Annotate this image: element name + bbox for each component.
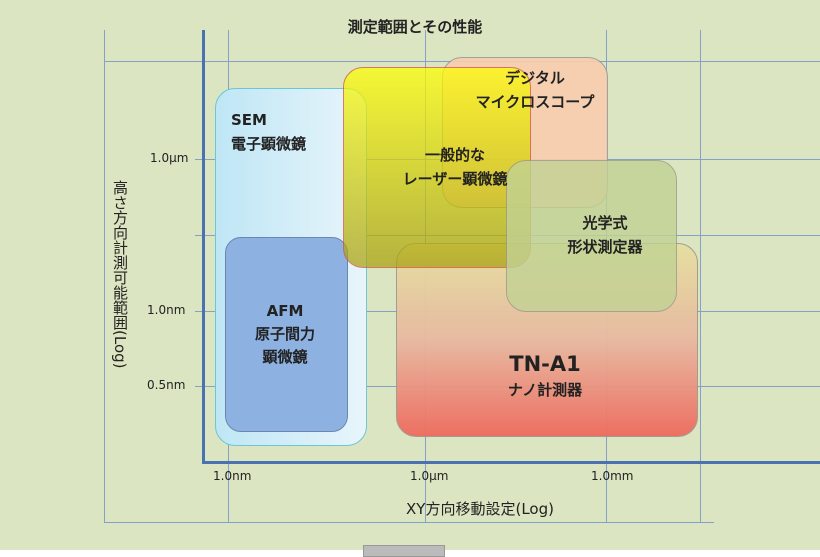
chart-title: 測定範囲とその性能 bbox=[347, 18, 483, 36]
laser-microscope-region bbox=[343, 67, 531, 268]
digital-title: デジタル bbox=[505, 69, 565, 87]
x-tick: 1.0mm bbox=[591, 469, 634, 483]
afm-label: AFM 原子間力顕微鏡 bbox=[235, 301, 335, 367]
x-axis-label: XY方向移動設定(Log) bbox=[406, 500, 554, 518]
laser-title: 一般的な bbox=[424, 146, 485, 164]
y-tick: 1.0µm bbox=[150, 151, 189, 165]
bottom-tab bbox=[363, 545, 445, 557]
afm-region bbox=[225, 237, 348, 432]
sem-subtitle: 電子顕微鏡 bbox=[231, 135, 307, 153]
tna1-title: TN-A1 bbox=[509, 352, 581, 376]
x-tick: 1.0µm bbox=[410, 469, 449, 483]
sem-label: SEM 電子顕微鏡 bbox=[231, 110, 306, 154]
grid-line bbox=[700, 30, 701, 523]
y-axis bbox=[202, 30, 205, 464]
x-tick: 1.0nm bbox=[213, 469, 252, 483]
digital-subtitle: マイクロスコープ bbox=[475, 93, 595, 111]
x-axis bbox=[202, 461, 820, 464]
optical-profiler-region bbox=[506, 160, 677, 312]
optical-label: 光学式形状測定器 bbox=[530, 213, 680, 257]
y-tick: 0.5nm bbox=[147, 378, 186, 392]
afm-subtitle-2: 顕微鏡 bbox=[262, 348, 308, 366]
laser-label: 一般的なレーザー顕微鏡 bbox=[370, 145, 540, 189]
y-tick: 1.0nm bbox=[147, 303, 186, 317]
tna1-subtitle: ナノ計測器 bbox=[507, 381, 583, 399]
y-axis-label: 高さ方向計測可能範囲(Log) bbox=[111, 180, 129, 369]
digital-label: デジタルマイクロスコープ bbox=[450, 68, 620, 112]
afm-title: AFM bbox=[266, 302, 304, 320]
optical-title: 光学式 bbox=[582, 214, 628, 232]
optical-subtitle: 形状測定器 bbox=[567, 238, 643, 256]
afm-subtitle: 原子間力 bbox=[254, 325, 315, 343]
sem-title: SEM bbox=[231, 111, 267, 129]
laser-subtitle: レーザー顕微鏡 bbox=[402, 170, 508, 188]
tna1-label: TN-A1 ナノ計測器 bbox=[470, 352, 620, 400]
grid-line bbox=[104, 522, 714, 523]
grid-line bbox=[104, 30, 105, 523]
